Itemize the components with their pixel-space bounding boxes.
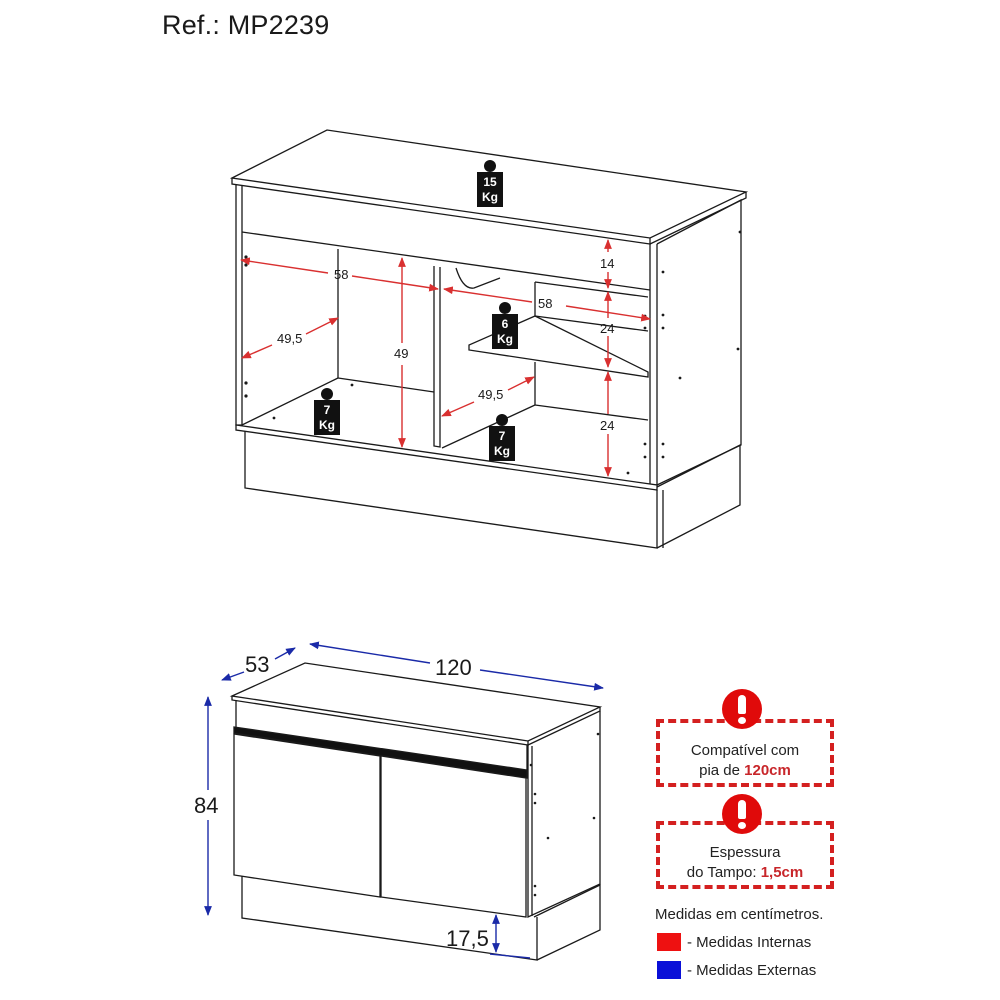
notice-highlight: 1,5cm [760, 864, 804, 881]
svg-text:Kg: Kg [482, 190, 498, 204]
dim-right-top-gap: 14 [600, 256, 614, 271]
legend-item-external: - Medidas Externas [657, 961, 816, 979]
dim-left-width: 58 [334, 267, 348, 282]
warning-icon [722, 689, 762, 729]
svg-text:6: 6 [502, 317, 509, 331]
dim-width: 120 [435, 655, 472, 680]
svg-text:Kg: Kg [497, 332, 513, 346]
notice-sink-compatibility: Compatível com pia de 120cm [656, 719, 834, 787]
notice-line2: pia de 120cm [699, 762, 791, 779]
warning-icon [722, 794, 762, 834]
notice-line1: Compatível com [690, 742, 800, 759]
dim-left-depth: 49,5 [277, 331, 302, 346]
svg-text:Kg: Kg [319, 418, 335, 432]
legend-title: Medidas em centímetros. [655, 906, 824, 923]
dim-plinth-height: 17,5 [446, 926, 489, 951]
legend-item-internal: - Medidas Internas [657, 933, 811, 951]
weight-icon-left-floor: 7 Kg [314, 388, 340, 435]
dim-right-depth: 49,5 [478, 387, 503, 402]
exterior-cabinet-drawing [229, 662, 603, 961]
svg-text:7: 7 [324, 403, 331, 417]
dim-depth: 53 [245, 652, 269, 677]
legend-label: - Medidas Externas [687, 961, 817, 979]
dim-right-width: 58 [538, 296, 552, 311]
dim-left-height: 49 [394, 346, 408, 361]
svg-text:Kg: Kg [494, 444, 510, 458]
external-dimension-lines [204, 641, 604, 959]
dim-right-upper-height: 24 [600, 321, 614, 336]
weight-icon-top: 15 Kg [477, 160, 503, 207]
notice-line1: Espessura [709, 844, 781, 861]
weight-icon-right-floor: 7 Kg [489, 414, 515, 461]
internal-dimension-lines [240, 239, 651, 477]
svg-text:15: 15 [483, 175, 497, 189]
notice-highlight: 120cm [744, 762, 791, 779]
exterior-holes [529, 732, 600, 897]
reference-title: Ref.: MP2239 [162, 10, 330, 40]
dim-right-lower-height: 24 [600, 418, 614, 433]
legend-label: - Medidas Internas [687, 933, 812, 951]
weight-icon-shelf: 6 Kg [492, 302, 518, 349]
blue-swatch-icon [657, 961, 681, 979]
svg-text:7: 7 [499, 429, 506, 443]
notice-line2: do Tampo: 1,5cm [686, 864, 804, 881]
red-swatch-icon [657, 933, 681, 951]
dim-height: 84 [194, 793, 218, 818]
